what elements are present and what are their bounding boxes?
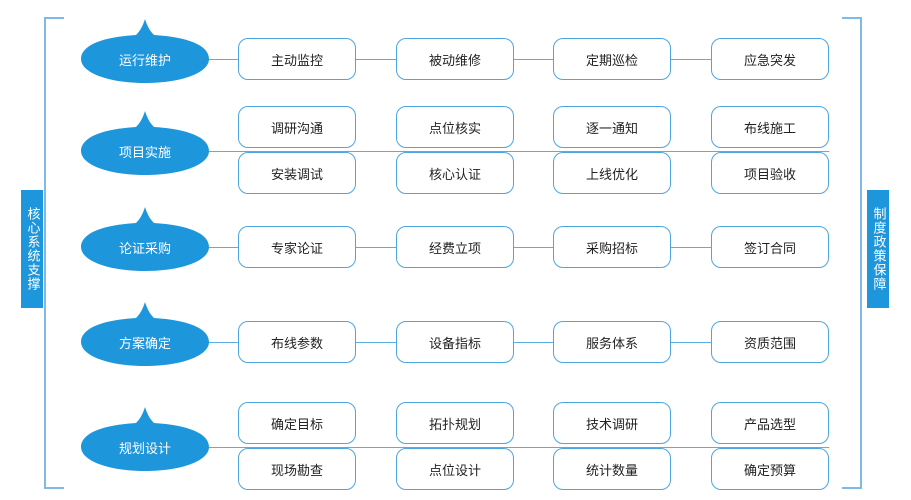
row-connector-line bbox=[200, 151, 829, 152]
stage-drop: 运行维护 bbox=[81, 19, 209, 83]
row-connector-line bbox=[200, 342, 829, 343]
task-box: 采购招标 bbox=[553, 226, 671, 268]
task-box: 经费立项 bbox=[396, 226, 514, 268]
stage-label: 方案确定 bbox=[118, 336, 171, 352]
task-box: 主动监控 bbox=[238, 38, 356, 80]
task-box: 资质范围 bbox=[711, 321, 829, 363]
task-box: 统计数量 bbox=[553, 448, 671, 490]
task-box: 定期巡检 bbox=[553, 38, 671, 80]
stage-label: 运行维护 bbox=[118, 53, 171, 69]
task-box: 签订合同 bbox=[711, 226, 829, 268]
task-box: 点位核实 bbox=[396, 106, 514, 148]
task-box: 布线参数 bbox=[238, 321, 356, 363]
task-box: 调研沟通 bbox=[238, 106, 356, 148]
policy-guarantee-label: 制度政策保障 bbox=[867, 190, 889, 308]
stage-drop: 论证采购 bbox=[81, 207, 209, 271]
task-box: 布线施工 bbox=[711, 106, 829, 148]
right-bracket bbox=[842, 17, 862, 489]
task-box: 点位设计 bbox=[396, 448, 514, 490]
task-box: 技术调研 bbox=[553, 402, 671, 444]
stage-drop: 项目实施 bbox=[81, 111, 209, 175]
task-box: 被动维修 bbox=[396, 38, 514, 80]
task-box: 服务体系 bbox=[553, 321, 671, 363]
task-box: 确定预算 bbox=[711, 448, 829, 490]
stage-label: 论证采购 bbox=[118, 241, 171, 257]
task-box: 应急突发 bbox=[711, 38, 829, 80]
core-system-support-label: 核心系统支撑 bbox=[21, 190, 43, 308]
task-box: 产品选型 bbox=[711, 402, 829, 444]
task-box: 专家论证 bbox=[238, 226, 356, 268]
stage-drop: 方案确定 bbox=[81, 302, 209, 366]
row-connector-line bbox=[200, 447, 829, 448]
stage-label: 项目实施 bbox=[118, 145, 171, 161]
task-box: 逐一通知 bbox=[553, 106, 671, 148]
task-box: 现场勘查 bbox=[238, 448, 356, 490]
left-bracket bbox=[44, 17, 64, 489]
stage-label: 规划设计 bbox=[118, 441, 171, 457]
stage-drop: 规划设计 bbox=[81, 407, 209, 471]
task-box: 上线优化 bbox=[553, 152, 671, 194]
task-box: 设备指标 bbox=[396, 321, 514, 363]
row-connector-line bbox=[200, 247, 829, 248]
task-box: 确定目标 bbox=[238, 402, 356, 444]
task-box: 拓扑规划 bbox=[396, 402, 514, 444]
task-box: 核心认证 bbox=[396, 152, 514, 194]
row-connector-line bbox=[200, 59, 829, 60]
task-box: 安装调试 bbox=[238, 152, 356, 194]
task-box: 项目验收 bbox=[711, 152, 829, 194]
